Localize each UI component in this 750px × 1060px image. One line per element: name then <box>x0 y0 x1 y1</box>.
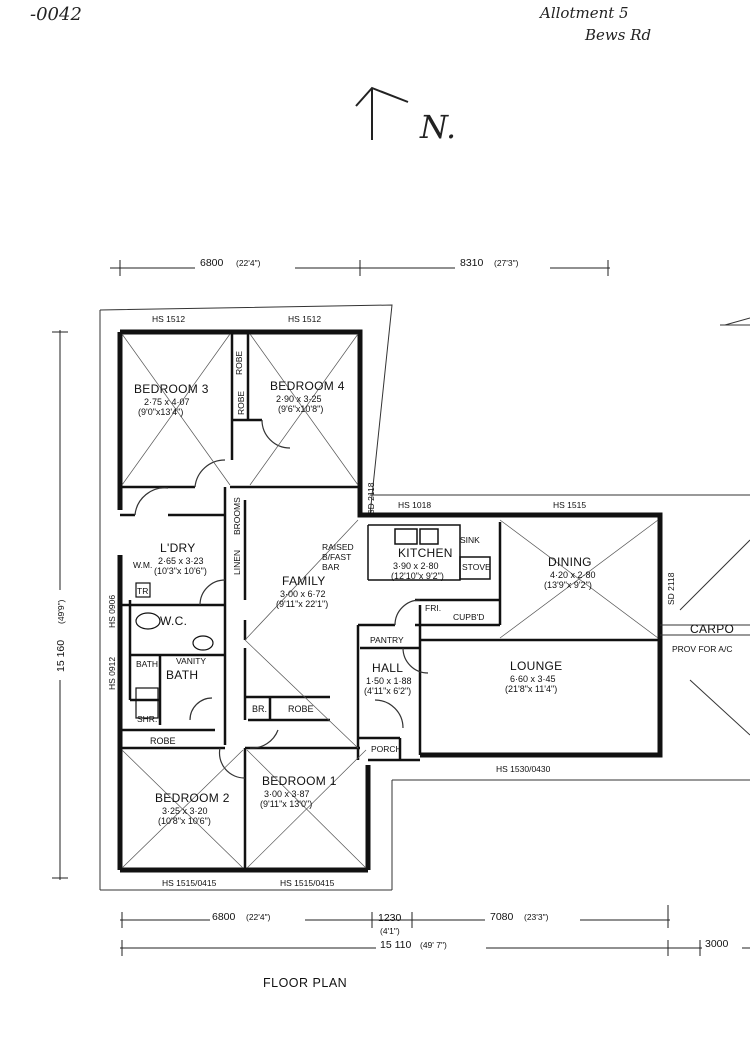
bedroom-2-label: BEDROOM 2 <box>155 791 230 805</box>
bedroom-3-imperial: (9'0"x13'4") <box>138 407 183 417</box>
bath-label: BATH <box>166 668 198 682</box>
sink-label: SINK <box>460 535 480 545</box>
washing-machine-label: W.M. <box>133 560 152 570</box>
north-label: N. <box>419 108 456 146</box>
bedroom-4-imperial: (9'6"x10'8") <box>278 404 323 414</box>
broom-cupboard-label: BR. <box>252 704 267 714</box>
robe-bed2-label: ROBE <box>150 736 176 746</box>
dim-bottom-right-imperial: (23'3") <box>524 912 549 922</box>
linen-label: LINEN <box>232 550 242 575</box>
brooms-label: BROOMS <box>232 497 242 535</box>
dim-top-left: 6800 <box>200 257 224 269</box>
porch-label: PORCH <box>371 744 402 754</box>
eave-outline <box>99 304 750 891</box>
hall-label: HALL <box>372 661 403 675</box>
raised-label: RAISED <box>322 542 354 552</box>
dim-bottom-total: 15 110 <box>380 939 411 951</box>
document-number: -0042 <box>30 4 82 25</box>
door-sd2118-dining: SD 2118 <box>666 572 676 605</box>
window-hs1512-bed3: HS 1512 <box>152 314 185 324</box>
window-hs0906: HS 0906 <box>107 595 117 628</box>
bedroom-1-label: BEDROOM 1 <box>262 774 337 788</box>
lounge-size: 6·60 x 3·45 <box>510 674 556 684</box>
north-arrow-icon <box>355 86 409 140</box>
internal-walls <box>120 332 660 870</box>
dim-bottom-middle: 1230 <box>378 912 402 924</box>
bedroom-1-imperial: (9'11"x 13'0") <box>260 799 312 809</box>
kitchen-imperial: (12'10"x 9'2") <box>391 571 444 581</box>
bedroom-3-label: BEDROOM 3 <box>134 382 209 396</box>
dining-label: DINING <box>548 555 592 569</box>
room-diagonals <box>121 333 659 869</box>
fridge-label: FRI. <box>425 603 441 613</box>
trough-label: TR <box>137 586 148 596</box>
bedroom-3-size: 2·75 x 4·07 <box>144 397 190 407</box>
family-size: 3·00 x 6·72 <box>280 589 326 599</box>
dining-size: 4·20 x 2·80 <box>550 570 596 580</box>
bedroom-1-size: 3·00 x 3·87 <box>264 789 310 799</box>
door-sd2118-family: SD 2118 <box>366 482 376 515</box>
carport-note: PROV FOR A/C <box>672 644 732 654</box>
dim-far-right: 3000 <box>705 938 729 950</box>
robe-bed4-label: ROBE <box>236 391 246 415</box>
lounge-label: LOUNGE <box>510 659 562 673</box>
window-hs1515: HS 1515 <box>553 500 586 510</box>
bedroom-4-label: BEDROOM 4 <box>270 379 345 393</box>
address-line-2: Bews Rd <box>584 26 651 44</box>
laundry-size: 2·65 x 3·23 <box>158 556 204 566</box>
robe-bed3-label: ROBE <box>234 351 244 375</box>
dim-top-right: 8310 <box>460 257 484 269</box>
robe-bed1-label: ROBE <box>288 704 314 714</box>
dim-left-total: 15 160 <box>55 640 67 672</box>
hall-imperial: (4'11"x 6'2") <box>364 686 411 696</box>
shower-label: SHR. <box>137 714 157 724</box>
lounge-imperial: (21'8"x 11'4") <box>505 684 557 694</box>
bfast-label: B/FAST <box>322 552 351 562</box>
window-hs1530: HS 1530/0430 <box>496 764 551 774</box>
pantry-label: PANTRY <box>370 635 404 645</box>
kitchen-bench <box>367 524 491 581</box>
hall-size: 1·50 x 1·88 <box>366 676 412 686</box>
dim-top-right-imperial: (27'3") <box>494 258 519 268</box>
stove-label: STOVE <box>462 562 491 572</box>
dim-top-left-imperial: (22'4") <box>236 258 261 268</box>
bedroom-2-size: 3·25 x 3·20 <box>162 806 208 816</box>
external-walls <box>117 329 663 873</box>
window-hs0912: HS 0912 <box>107 657 117 690</box>
window-hs1515-0415-bed2: HS 1515/0415 <box>162 878 217 888</box>
family-imperial: (9'11"x 22'1") <box>276 599 328 609</box>
bathroom-fixtures <box>135 582 214 719</box>
wc-label: W.C. <box>160 614 187 628</box>
window-hs1018: HS 1018 <box>398 500 431 510</box>
dim-bottom-middle-imperial: (4'1") <box>380 926 400 936</box>
carport-label: CARPO <box>690 622 734 636</box>
dim-bottom-right: 7080 <box>490 911 514 923</box>
dim-bottom-left-imperial: (22'4") <box>246 912 271 922</box>
dim-bottom-total-imperial: (49' 7") <box>420 940 447 950</box>
window-hs1515-0415-bed1: HS 1515/0415 <box>280 878 335 888</box>
bedroom-2-imperial: (10'8"x 10'6") <box>158 816 211 826</box>
vanity-label: VANITY <box>176 656 206 666</box>
address-line-1: Allotment 5 <box>538 4 629 22</box>
dim-left-total-imperial: (49'9") <box>56 599 66 624</box>
laundry-label: L'DRY <box>160 541 196 555</box>
dim-bottom-left: 6800 <box>212 911 236 923</box>
carport-outline <box>660 539 750 736</box>
bath-small-label: BATH <box>136 659 158 669</box>
kitchen-label: KITCHEN <box>398 546 453 560</box>
bar-label: BAR <box>322 562 339 572</box>
bedroom-4-size: 2·90 x 3·25 <box>276 394 322 404</box>
family-label: FAMILY <box>282 574 326 588</box>
cupboard-label: CUPB'D <box>453 612 484 622</box>
floor-plan-title: FLOOR PLAN <box>263 976 347 990</box>
dining-imperial: (13'9"x 9'2") <box>544 580 592 590</box>
laundry-imperial: (10'3"x 10'6") <box>154 566 207 576</box>
door-swings <box>134 419 429 779</box>
kitchen-size: 3·90 x 2·80 <box>393 561 439 571</box>
window-hs1512-bed4: HS 1512 <box>288 314 321 324</box>
